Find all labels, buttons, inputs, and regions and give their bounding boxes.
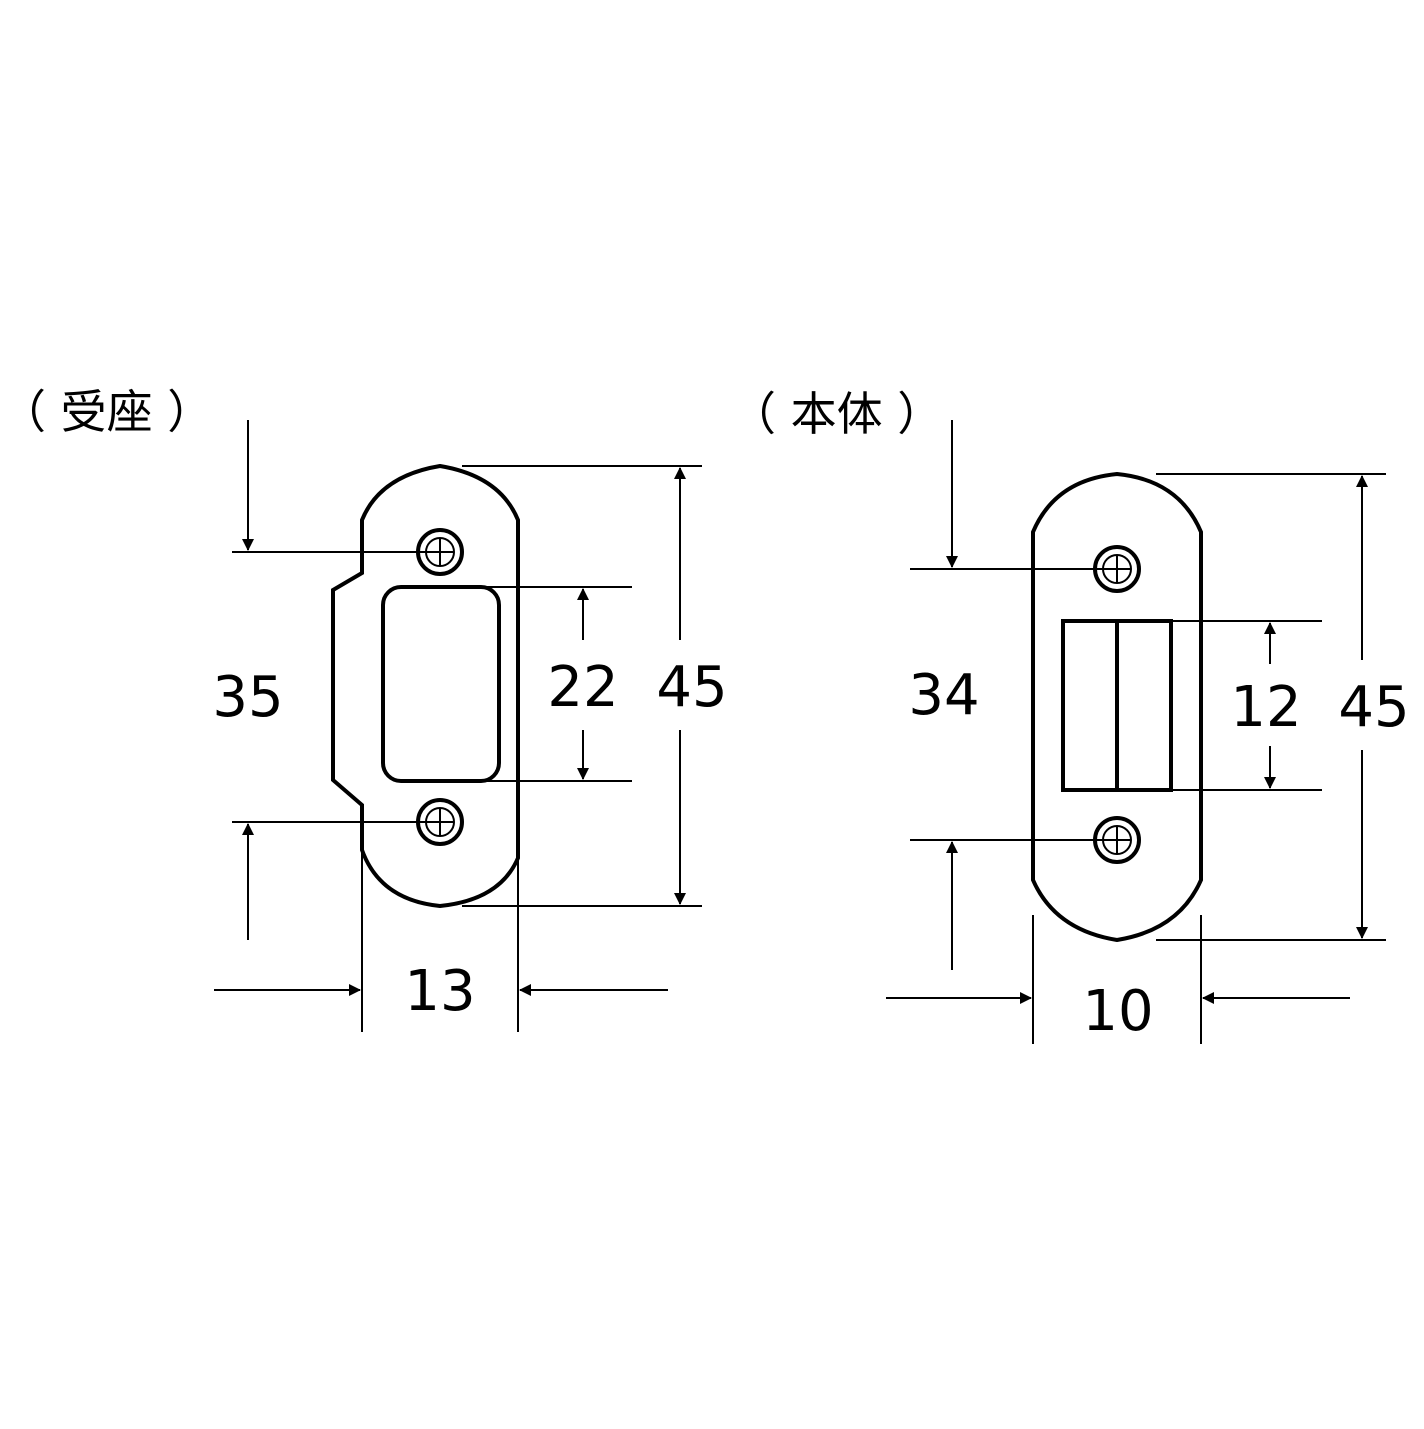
body-roller-height-dimension [1150, 620, 1322, 791]
strike-plate-width-dimension [214, 850, 668, 1032]
body-width-value: 10 [1082, 979, 1153, 1044]
strike-plate-outline [331, 463, 520, 909]
body-hole-pitch-dimension [910, 420, 1117, 970]
strike-plate-width-value: 13 [404, 959, 475, 1024]
strike-plate-hole-pitch-dimension [232, 420, 440, 940]
body-hole-pitch-value: 34 [908, 663, 979, 728]
body-overall-height-value: 45 [1338, 675, 1409, 740]
strike-plate-overall-height-dimension [462, 465, 702, 907]
strike-plate-label: （ 受座 ） [0, 385, 213, 439]
body-width-dimension [886, 915, 1350, 1044]
body-label: （ 本体 ） [730, 387, 943, 441]
strike-plate-opening-dimension [470, 586, 632, 782]
strike-plate-group: （ 受座 ） 35 22 [0, 385, 728, 1032]
body-overall-height-dimension [1156, 473, 1386, 941]
body-group: （ 本体 ） 34 [730, 387, 1410, 1044]
strike-plate-opening [381, 585, 501, 783]
body-outline [1031, 471, 1203, 943]
strike-plate-opening-height-value: 22 [547, 655, 618, 720]
strike-plate-overall-height-value: 45 [656, 655, 727, 720]
body-roller-height-value: 12 [1230, 675, 1301, 740]
body-roller [1061, 619, 1173, 792]
strike-plate-hole-pitch-value: 35 [212, 665, 283, 730]
